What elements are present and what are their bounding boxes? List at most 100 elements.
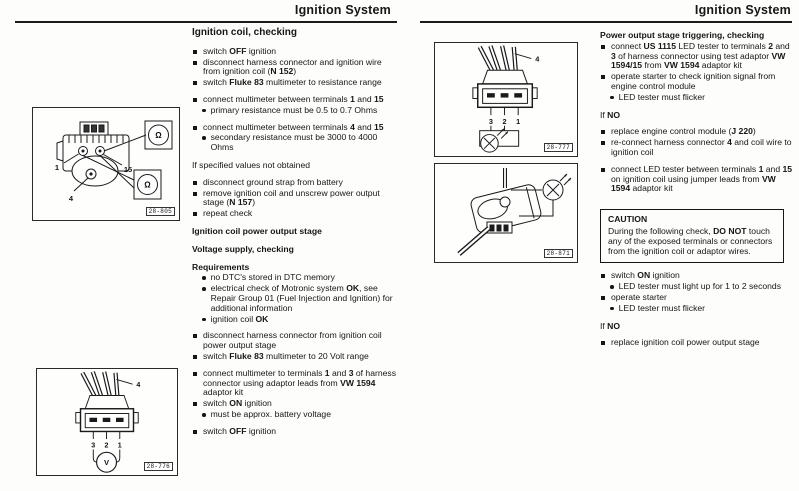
square-bullet-marker: [601, 141, 605, 146]
round-bullet-marker: [202, 136, 206, 140]
page-left: Ignition System: [0, 0, 399, 491]
bullet-item: re-connect harness connector 4 and coil …: [600, 137, 796, 158]
spacer: [600, 104, 796, 110]
sub-bullet-item: LED tester must flicker: [600, 92, 796, 103]
square-bullet-marker: [193, 97, 197, 102]
voltmeter-icon: V: [104, 458, 109, 467]
square-bullet-marker: [193, 429, 197, 434]
square-bullet-marker: [193, 60, 197, 65]
square-bullet-marker: [193, 180, 197, 185]
bullet-item: disconnect ground strap from battery: [192, 176, 398, 188]
figure-number: 28-777: [543, 142, 573, 152]
bullet-item: switch Fluke 83 multimeter to resistance…: [192, 77, 398, 88]
square-bullet-marker: [601, 341, 605, 346]
condition-line: If NO: [600, 109, 621, 120]
figure-ignition-coil-ohmmeter: Ω Ω 1 15 4 28-805: [32, 107, 180, 221]
connector-drawing: 4 3 2 1 V: [75, 371, 140, 473]
bullet-item: switch ON ignition: [600, 270, 796, 281]
sub-heading: Ignition coil power output stage: [192, 225, 322, 236]
square-bullet-marker: [601, 167, 605, 172]
bullet-text: switch OFF ignition: [203, 425, 277, 436]
square-bullet-marker: [193, 334, 197, 339]
sub-bullet-item: secondary resistance must be 3000 to 400…: [192, 133, 398, 153]
pin-label-3: 3: [489, 117, 493, 126]
bullet-item: connect multimeter to terminals 1 and 3 …: [192, 368, 398, 398]
pin-label-1: 1: [516, 117, 520, 126]
figure-connector-led-tester: 4 3 2 1 28-777: [434, 42, 578, 157]
bullet-text: disconnect harness connector and ignitio…: [203, 56, 382, 77]
sub-bullet-item: primary resistance must be 0.5 to 0.7 Oh…: [192, 105, 398, 116]
bullet-text: connect multimeter between terminals 1 a…: [203, 93, 384, 104]
square-bullet-marker: [193, 371, 197, 376]
bullet-text: LED tester must light up for 1 to 2 seco…: [618, 281, 782, 292]
square-bullet-marker: [193, 49, 197, 54]
square-bullet-marker: [601, 274, 605, 279]
callout-wires-4: 4: [535, 55, 540, 64]
square-bullet-marker: [193, 125, 197, 130]
bullet-item: disconnect harness connector from igniti…: [192, 331, 398, 351]
condition-line: If specified values not obtained: [192, 159, 311, 170]
bullet-item: connect multimeter between terminals 4 a…: [192, 122, 398, 133]
bullet-text: switch Fluke 83 multimeter to 20 Volt ra…: [203, 350, 369, 361]
header-rule: [15, 21, 397, 23]
bullet-text: disconnect ground strap from battery: [203, 176, 343, 187]
figure-connector-voltmeter: 4 3 2 1 V 28-776: [36, 368, 178, 476]
bullet-text: remove ignition coil and unscrew power o…: [203, 187, 380, 208]
sub-bullet-item: no DTC's stored in DTC memory: [192, 273, 398, 283]
bullet-text: repeat check: [203, 208, 253, 219]
ohmmeter-icon: Ω: [155, 131, 162, 140]
bullet-item: connect US 1115 LED tester to terminals …: [600, 40, 796, 71]
figure-coil-led-tester: 28-871: [434, 163, 578, 263]
square-bullet-marker: [601, 130, 605, 135]
bullet-text: must be approx. battery voltage: [210, 408, 331, 419]
spacer: [600, 201, 796, 207]
round-bullet-marker: [202, 287, 206, 291]
round-bullet-marker: [202, 276, 206, 280]
round-bullet-marker: [202, 108, 206, 113]
bullet-text: operate starter to check ignition signal…: [611, 71, 776, 91]
bullet-text: replace ignition coil power output stage: [611, 337, 760, 348]
bullet-item: switch OFF ignition: [192, 46, 398, 57]
square-bullet-marker: [601, 295, 605, 300]
bullet-text: switch ON ignition: [611, 270, 680, 281]
spacer: [192, 256, 398, 262]
bullet-text: re-connect harness connector 4 and coil …: [611, 137, 792, 157]
figure-number: 28-871: [543, 248, 573, 258]
round-bullet-marker: [610, 95, 614, 100]
bullet-text: no DTC's stored in DTC memory: [210, 272, 335, 283]
bullet-text: switch Fluke 83 multimeter to resistance…: [203, 77, 382, 88]
bullet-item: remove ignition coil and unscrew power o…: [192, 187, 398, 209]
ohmmeter-icon: Ω: [144, 181, 151, 190]
ignition-coil-drawing: [457, 168, 572, 256]
sub-heading: Power output stage triggering, checking: [600, 30, 765, 40]
round-bullet-marker: [610, 285, 614, 289]
bullet-text: operate starter: [611, 291, 667, 302]
page-right: Ignition System: [409, 0, 799, 491]
pin-label-1: 1: [118, 442, 122, 450]
callout-terminal-15: 15: [124, 165, 132, 174]
bullet-text: electrical check of Motronic system OK, …: [210, 283, 393, 313]
pin-label-3: 3: [91, 442, 95, 450]
bullet-item: replace ignition coil power output stage: [600, 338, 796, 348]
callout-terminal-4: 4: [69, 194, 74, 203]
bullet-text: connect US 1115 LED tester to terminals …: [611, 40, 790, 71]
square-bullet-marker: [601, 44, 605, 49]
bullet-item: switch ON ignition: [192, 398, 398, 409]
sub-bullet-item: LED tester must light up for 1 to 2 seco…: [600, 281, 796, 292]
bullet-item: disconnect harness connector and ignitio…: [192, 56, 398, 78]
round-bullet-marker: [610, 306, 614, 311]
bullet-text: replace engine control module (J 220): [611, 126, 756, 137]
bullet-item: operate starter: [600, 291, 796, 303]
square-bullet-marker: [193, 212, 197, 217]
page-title: Ignition System: [694, 3, 791, 17]
square-bullet-marker: [193, 191, 197, 196]
round-bullet-marker: [202, 412, 206, 417]
bullet-text: connect LED tester between terminals 1 a…: [611, 163, 793, 194]
bullet-item: replace engine control module (J 220): [600, 126, 796, 137]
sub-bullet-item: electrical check of Motronic system OK, …: [192, 283, 398, 313]
sub-bullet-item: must be approx. battery voltage: [192, 408, 398, 420]
round-bullet-marker: [202, 317, 206, 322]
page-title: Ignition System: [294, 3, 391, 17]
